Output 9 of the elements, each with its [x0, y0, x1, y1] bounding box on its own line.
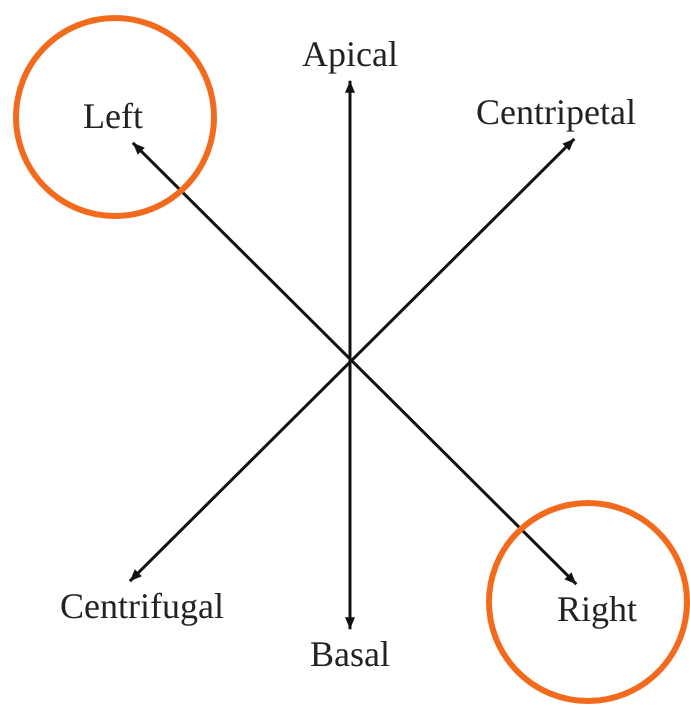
direction-label: Centripetal — [468, 87, 644, 139]
direction-label: Apical — [294, 29, 406, 81]
highlight-circle — [486, 500, 690, 704]
direction-label: Basal — [302, 629, 398, 681]
direction-label: Centrifugal — [52, 581, 232, 633]
direction-label: Right — [549, 584, 645, 636]
highlight-circle — [13, 15, 217, 219]
direction-label: Left — [75, 91, 151, 143]
double-arrow — [345, 80, 355, 630]
